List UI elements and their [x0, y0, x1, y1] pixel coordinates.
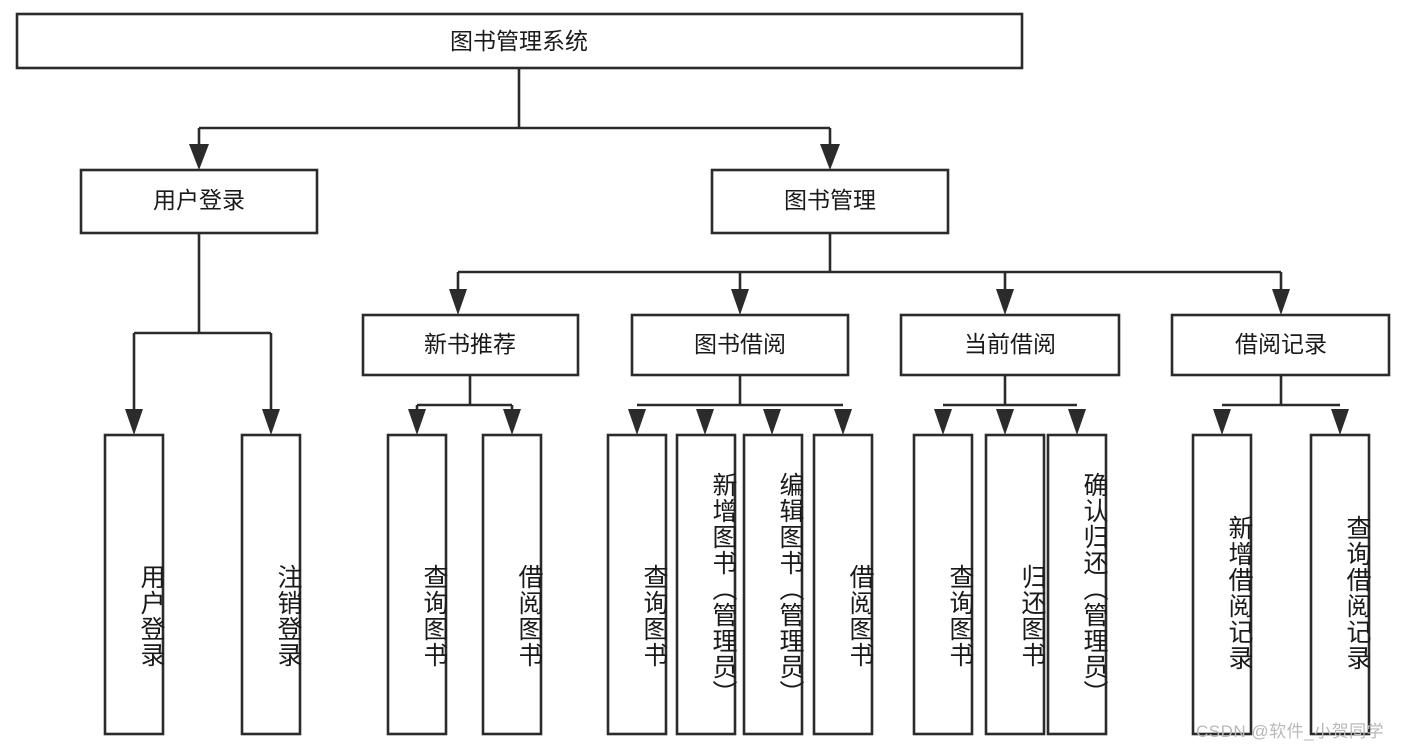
connector-group-user-login	[125, 233, 280, 435]
arrow-head-cb-leaf-2	[996, 409, 1014, 435]
connector-group-current-borrow	[934, 375, 1086, 435]
node-box-book-borrow[interactable]	[630, 313, 850, 377]
node-box-leaf-user-login-0[interactable]	[103, 433, 165, 736]
connector-group-new-book-rec	[408, 375, 521, 435]
node-box-leaf-borrow-record-0[interactable]	[1191, 433, 1253, 736]
arrow-head-br-leaf-1	[1213, 409, 1231, 435]
arrow-head-bb-leaf-1	[628, 409, 646, 435]
arrow-head-book-borrow	[731, 289, 749, 315]
node-box-user-login[interactable]	[79, 168, 319, 235]
node-label-book-manage: 图书管理	[784, 187, 876, 213]
node-box-leaf-current-borrow-0[interactable]	[912, 433, 974, 736]
node-box-leaf-book-borrow-2[interactable]	[742, 433, 804, 736]
node-box-leaf-book-borrow-3[interactable]	[812, 433, 874, 736]
node-box-leaf-new-book-rec-0[interactable]	[386, 433, 448, 736]
node-box-borrow-record[interactable]	[1170, 313, 1391, 377]
node-box-leaf-current-borrow-1[interactable]	[984, 433, 1046, 736]
arrow-head-nbr-leaf-2	[503, 409, 521, 435]
node-box-leaf-borrow-record-1[interactable]	[1309, 433, 1371, 736]
connector-group-book-borrow	[628, 375, 852, 435]
arrow-head-new-book-rec	[449, 289, 467, 315]
node-box-leaf-book-borrow-0[interactable]	[606, 433, 668, 736]
node-label-book-borrow: 图书借阅	[694, 331, 786, 357]
arrow-head-bb-leaf-2	[696, 409, 714, 435]
node-box-current-borrow[interactable]	[899, 313, 1121, 377]
arrow-head-nbr-leaf-1	[408, 409, 426, 435]
arrow-head-cb-leaf-1	[934, 409, 952, 435]
connector-group-root	[189, 68, 840, 170]
arrow-head-cb-leaf-3	[1068, 409, 1086, 435]
node-box-book-manage[interactable]	[710, 168, 950, 235]
node-label-borrow-record: 借阅记录	[1235, 331, 1327, 357]
node-box-leaf-new-book-rec-1[interactable]	[481, 433, 543, 736]
arrow-head-leaf-logout	[262, 409, 280, 435]
arrow-head-current-borrow	[996, 289, 1014, 315]
node-label-user-login: 用户登录	[153, 187, 245, 213]
connector-group-borrow-record	[1213, 375, 1349, 435]
arrow-head-user-login	[189, 144, 209, 170]
arrow-head-bb-leaf-3	[763, 409, 781, 435]
arrow-head-bb-leaf-4	[834, 409, 852, 435]
connector-group-book-manage	[449, 233, 1290, 315]
node-label-new-book-rec: 新书推荐	[424, 331, 516, 357]
arrow-head-borrow-record	[1272, 289, 1290, 315]
node-box-leaf-user-login-1[interactable]	[240, 433, 302, 736]
watermark-text: CSDN @软件_小贺同学	[1196, 722, 1385, 741]
node-label-root: 图书管理系统	[450, 28, 588, 54]
node-box-leaf-current-borrow-2[interactable]	[1046, 433, 1108, 736]
node-box-leaf-book-borrow-1[interactable]	[675, 433, 737, 736]
node-box-new-book-rec[interactable]	[361, 313, 580, 377]
arrow-head-leaf-user-login	[125, 409, 143, 435]
arrow-head-book-manage	[820, 144, 840, 170]
arrow-head-br-leaf-2	[1331, 409, 1349, 435]
node-box-root[interactable]	[15, 12, 1024, 70]
node-label-current-borrow: 当前借阅	[964, 331, 1056, 357]
